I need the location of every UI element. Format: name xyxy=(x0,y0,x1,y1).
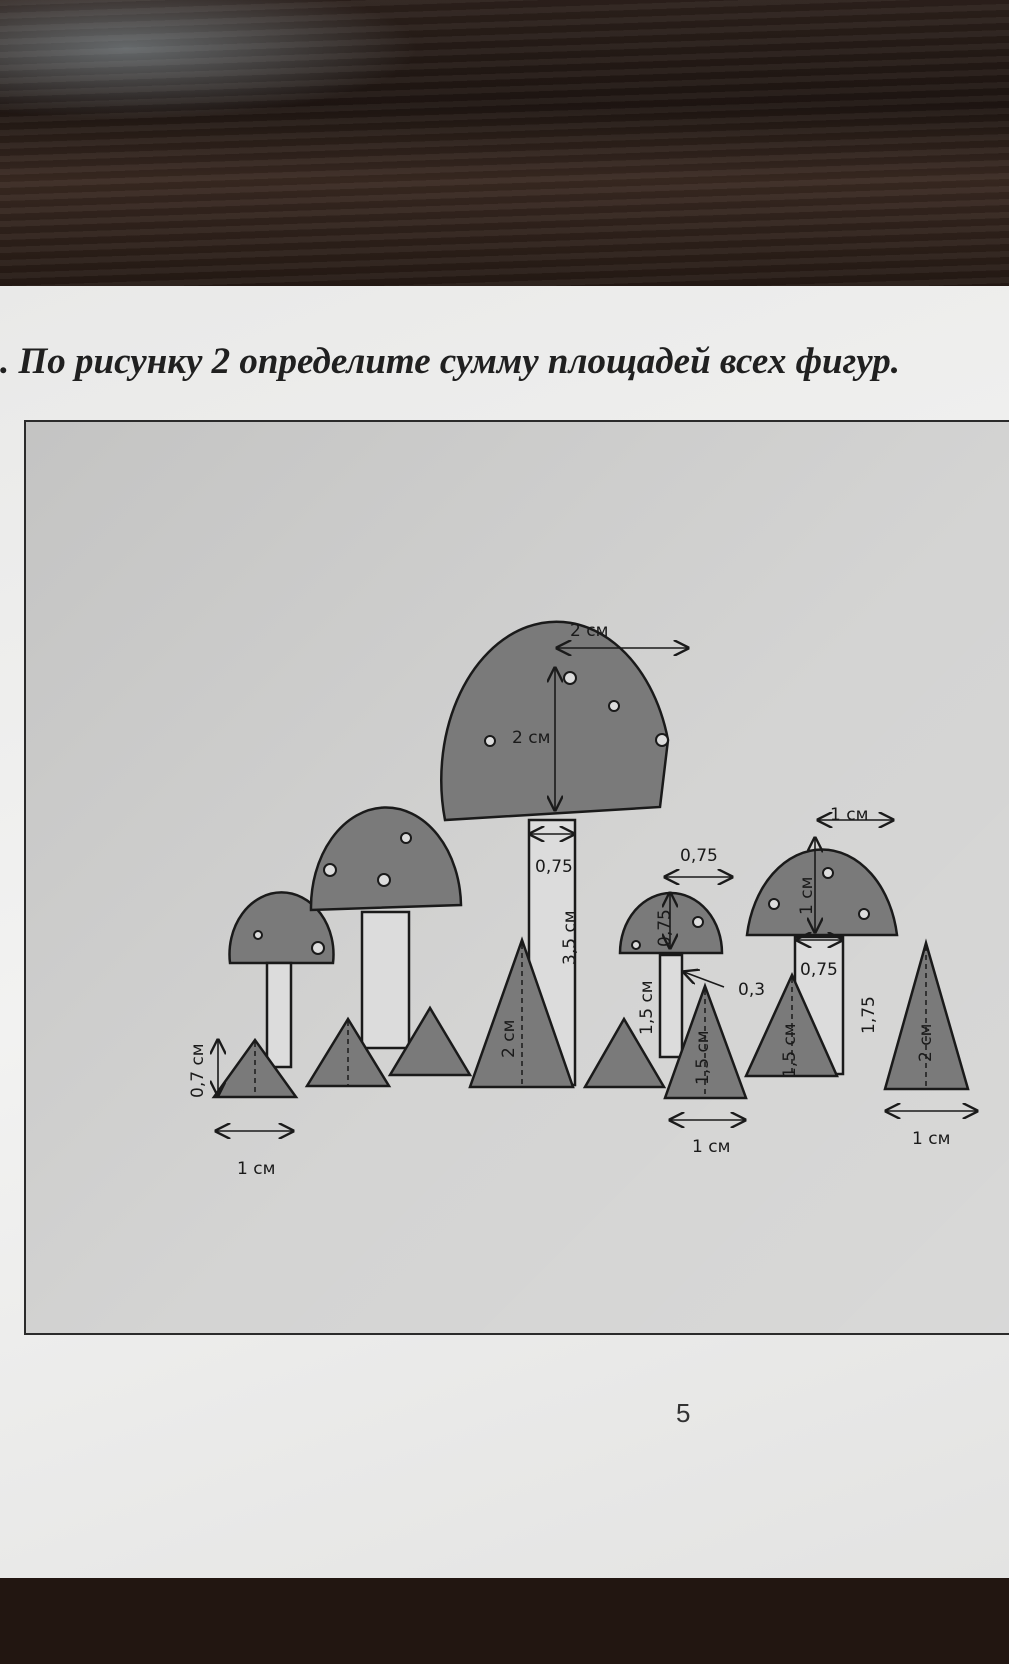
label-far-tri-base: 1 см xyxy=(912,1129,950,1149)
light-glare xyxy=(0,0,420,120)
label-small-cap-height: 0,75 xyxy=(655,909,675,947)
mushroom-5-cap xyxy=(745,848,899,937)
triangle-5 xyxy=(582,1016,667,1089)
triangle-4 xyxy=(468,936,575,1089)
mushroom-1-stem xyxy=(265,961,293,1069)
label-right-cap-width: 1 см xyxy=(830,805,868,825)
label-right-tri2-height: 1,5 см xyxy=(780,1023,800,1078)
label-stem-large-width: 0,75 xyxy=(535,857,573,877)
mushroom-1-cap xyxy=(228,891,335,965)
label-cap-large-width: 2 см xyxy=(570,621,608,641)
label-mid-tri-height: 1,5 см xyxy=(693,1030,713,1085)
label-small-stem-width: 0,3 xyxy=(738,980,765,1000)
label-right-stem-height: 1,75 xyxy=(859,996,879,1034)
mushroom-2-cap xyxy=(309,806,463,912)
label-small-cap-width: 0,75 xyxy=(680,846,718,866)
label-left-tri-base: 1 см xyxy=(237,1159,275,1179)
label-cap-large-height: 2 см xyxy=(512,728,550,748)
label-left-tri-height: 0,7 см xyxy=(188,1043,208,1098)
page-number: 5 xyxy=(676,1398,691,1428)
label-right-stem-width: 0,75 xyxy=(800,960,838,980)
label-far-tri-height: 2 см xyxy=(916,1024,936,1062)
task-question: . По рисунку 2 определите сумму площадей… xyxy=(0,341,900,382)
wooden-table-top xyxy=(0,0,1009,300)
triangle-8 xyxy=(883,938,970,1091)
triangle-6 xyxy=(663,982,748,1100)
label-mid-tri-base: 1 см xyxy=(692,1137,730,1157)
label-right-cap-height: 1 см xyxy=(797,877,817,915)
triangle-3 xyxy=(387,1005,473,1077)
label-tall-tri-height: 2 см xyxy=(499,1020,519,1058)
mushroom-4-stem xyxy=(658,953,684,1059)
mushroom-2-stem xyxy=(360,910,411,1050)
wooden-table-bottom xyxy=(0,1574,1009,1664)
label-small-stem-height: 1,5 см xyxy=(637,980,657,1035)
label-stem-large-height: 3,5 см xyxy=(560,910,580,965)
